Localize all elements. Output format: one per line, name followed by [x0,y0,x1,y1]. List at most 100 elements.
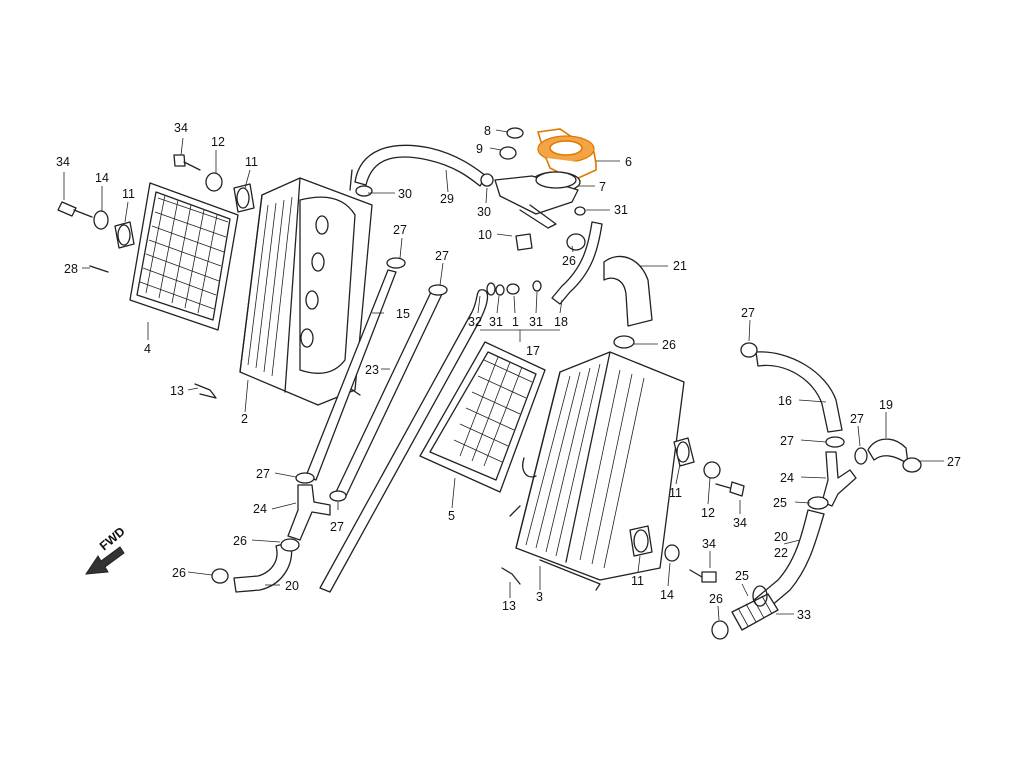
callout-27: 27 [850,412,864,426]
callout-10: 10 [478,228,492,242]
callout-30: 30 [398,187,412,201]
fwd-arrow-icon: FWD [85,524,128,575]
bolt-34-left[interactable] [57,201,93,218]
collar-12-right[interactable] [703,461,721,479]
radiator-cap[interactable] [536,128,597,181]
clamp-26-e[interactable] [711,620,729,640]
callout-19: 19 [879,398,893,412]
clamp-26-b[interactable] [211,568,229,584]
callout-30: 30 [477,205,491,219]
right-radiator[interactable] [509,351,685,591]
fwd-label: FWD [97,524,128,553]
callout-11: 11 [631,574,644,588]
callout-22: 22 [774,546,788,560]
clamp-26-c[interactable] [566,233,586,251]
callout-14: 14 [660,588,674,602]
callout-34: 34 [174,121,188,135]
callout-26: 26 [662,338,676,352]
clamp-30-b[interactable] [480,173,494,187]
callout-3: 3 [536,590,543,604]
callout-20: 20 [285,579,299,593]
bolt-34-right-b[interactable] [689,569,717,583]
hose-20-left[interactable] [233,541,293,593]
callout-27: 27 [256,467,270,481]
bolt-1[interactable] [506,283,520,295]
bolt-8[interactable] [506,127,524,139]
clamp-9[interactable] [499,146,517,160]
callout-26: 26 [172,566,186,580]
callout-27: 27 [947,455,961,469]
callout-29: 29 [440,192,454,206]
callout-4: 4 [144,342,151,356]
grommet-11-right-a[interactable] [673,437,695,467]
hose-19[interactable] [867,438,909,465]
joint-24-left[interactable] [287,484,331,541]
clamp-27-d[interactable] [329,490,347,502]
callout-18: 18 [554,315,568,329]
clamp-27-f[interactable] [825,436,845,448]
hose-21[interactable] [603,255,653,327]
washer-32[interactable] [486,282,496,296]
overflow-tube[interactable] [319,289,489,593]
callout-31: 31 [489,315,503,329]
hose-15[interactable] [305,269,397,481]
washer-14-left[interactable] [93,210,109,230]
callout-11: 11 [245,155,258,169]
clamp-27-g[interactable] [854,447,868,465]
callout-31: 31 [614,203,628,217]
clip-28[interactable] [89,265,109,273]
clip-13-left[interactable] [194,383,217,399]
clamp-25-a[interactable] [807,496,829,510]
callout-13: 13 [502,599,516,613]
callout-31: 31 [529,315,543,329]
callout-34: 34 [733,516,747,530]
callout-27: 27 [330,520,344,534]
clamp-27-b[interactable] [428,284,448,296]
callout-26: 26 [562,254,576,268]
left-radiator-grille[interactable] [129,182,239,331]
clamp-27-h[interactable] [902,457,922,473]
callout-11: 11 [669,486,682,500]
callout-8: 8 [484,124,491,138]
callout-7: 7 [599,180,606,194]
hose-20-22-right[interactable] [753,509,825,613]
clamp-27-e[interactable] [740,342,758,358]
callout-34: 34 [56,155,70,169]
plug-10[interactable] [515,233,533,251]
grommet-11-left-a[interactable] [114,221,135,249]
clamp-26-d[interactable] [613,335,635,349]
callout-13: 13 [170,384,184,398]
bolt-34-top[interactable] [173,154,201,171]
clamp-27-a[interactable] [386,257,406,269]
callout-32: 32 [468,315,482,329]
clamp-27-c[interactable] [295,472,315,484]
filler-neck[interactable] [494,171,581,229]
hose-16[interactable] [755,351,843,433]
grommet-11-right-b[interactable] [629,525,653,557]
joint-24-right[interactable] [821,451,857,507]
collar-12-left[interactable] [205,172,223,192]
oring-31-c[interactable] [532,280,542,292]
callout-16: 16 [778,394,792,408]
callout-26: 26 [233,534,247,548]
oring-31-b[interactable] [495,284,505,296]
callout-12: 12 [701,506,715,520]
spring-33[interactable] [731,585,779,631]
callout-15: 15 [396,307,410,321]
oring-31-a[interactable] [574,206,586,216]
clamp-30-a[interactable] [355,185,373,197]
leader-lines [63,129,944,621]
callout-21: 21 [673,259,687,273]
bolt-34-right-a[interactable] [715,481,745,497]
clip-13-right[interactable] [501,567,521,585]
callout-34: 34 [702,537,716,551]
clamp-26-a[interactable] [280,538,300,552]
washer-14-right[interactable] [664,544,680,562]
hose-29[interactable] [354,144,487,187]
right-radiator-grille[interactable] [419,341,546,493]
callout-11: 11 [122,187,135,201]
hose-18[interactable] [551,221,603,305]
callout-25: 25 [773,496,787,510]
grommet-11-left-b[interactable] [233,183,255,213]
